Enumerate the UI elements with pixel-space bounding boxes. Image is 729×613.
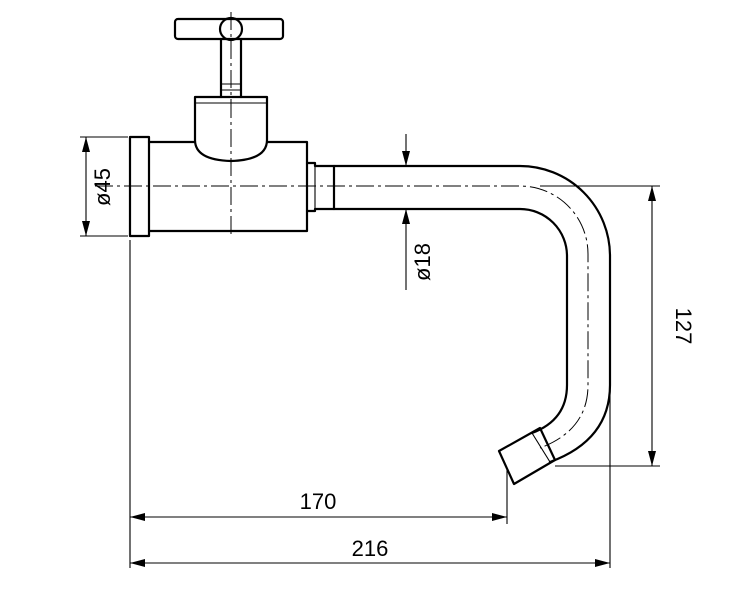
spout-pipe <box>95 164 612 486</box>
pipe-diameter-dimension: ø18 <box>402 134 435 290</box>
pipe-diameter-label: ø18 <box>410 243 435 281</box>
flange-diameter-label: ø45 <box>90 168 115 206</box>
spout-drop-label: 127 <box>671 308 696 345</box>
flange-diameter-dimension: ø45 <box>80 136 128 237</box>
spout-drop-dimension: 127 <box>540 185 696 467</box>
horizontal-dimensions: 170 216 <box>129 240 611 568</box>
valve-handle <box>173 12 285 100</box>
overall-width-label: 216 <box>352 536 389 561</box>
horizontal-to-outlet-label: 170 <box>300 489 337 514</box>
valve-bonnet <box>193 95 269 235</box>
